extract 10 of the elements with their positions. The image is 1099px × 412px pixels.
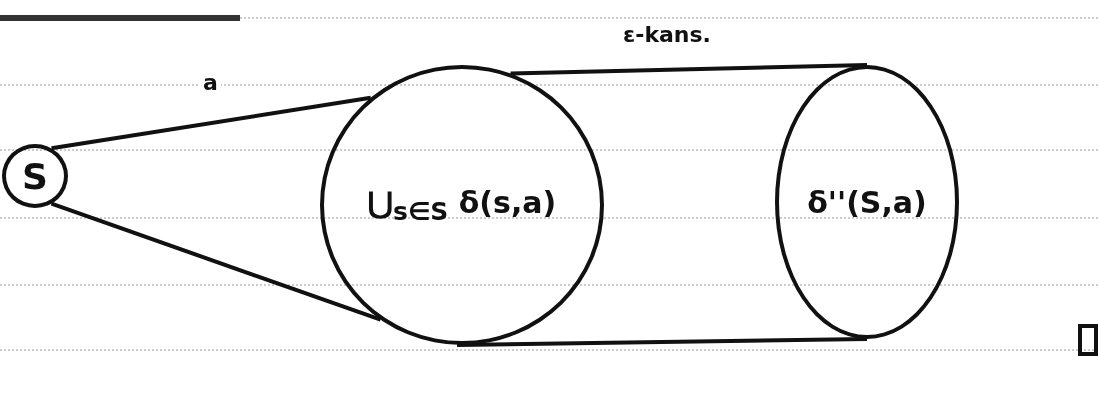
state-label: S: [22, 155, 48, 197]
connector-line: [457, 337, 868, 347]
state-label: δ''(S,a): [807, 184, 927, 220]
state-label: ⋃$_{s∈S}$ δ(s,a): [367, 184, 557, 226]
state-circle: [2, 144, 68, 208]
connector-line: [51, 95, 372, 151]
connector-line: [50, 201, 382, 322]
connector-line: [510, 63, 868, 76]
state-circle: [320, 65, 604, 345]
state-circle: [775, 65, 959, 339]
